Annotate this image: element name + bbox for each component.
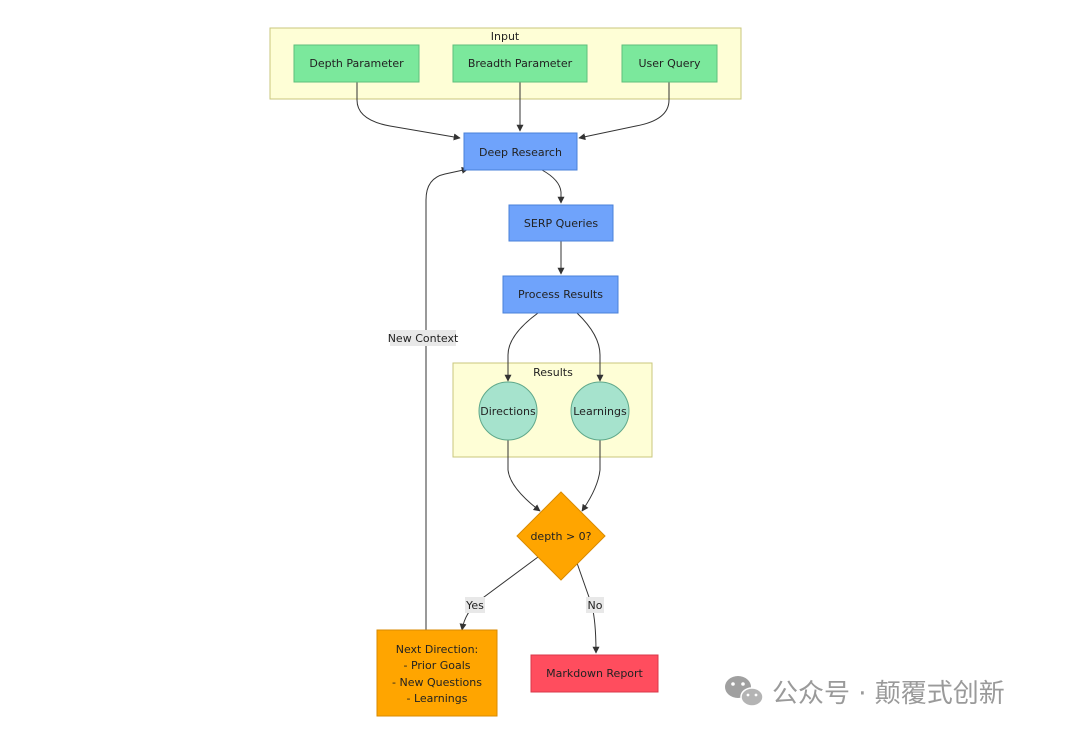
svg-text:Markdown Report: Markdown Report <box>546 667 643 680</box>
edge-research-to-serp <box>541 169 565 204</box>
node-next-direction: Next Direction: - Prior Goals - New Ques… <box>376 629 498 717</box>
node-directions: Directions <box>478 381 538 441</box>
svg-text:Yes: Yes <box>465 599 484 612</box>
node-markdown-report: Markdown Report <box>530 654 659 693</box>
svg-text:Directions: Directions <box>480 405 536 418</box>
svg-text:- Prior Goals: - Prior Goals <box>403 659 470 672</box>
edge-decision-yes <box>459 556 539 631</box>
node-learnings: Learnings <box>570 381 630 441</box>
edge-query-to-research <box>578 82 670 141</box>
watermark-text: 公众号 · 颠覆式创新 <box>772 679 1005 709</box>
node-serp-queries: SERP Queries <box>508 204 614 242</box>
node-depth-parameter: Depth Parameter <box>293 44 420 83</box>
watermark: 公众号 · 颠覆式创新 <box>725 676 1005 709</box>
svg-text:Process Results: Process Results <box>518 288 603 301</box>
svg-text:- New Questions: - New Questions <box>392 676 482 689</box>
svg-text:Deep Research: Deep Research <box>479 146 562 159</box>
edge-learnings-to-decision <box>581 440 601 512</box>
svg-text:depth > 0?: depth > 0? <box>530 530 591 543</box>
svg-text:Breadth Parameter: Breadth Parameter <box>468 57 573 70</box>
edge-process-to-learnings <box>576 312 604 382</box>
svg-text:New Context: New Context <box>388 332 459 345</box>
svg-text:Depth Parameter: Depth Parameter <box>309 57 404 70</box>
edge-process-to-directions <box>504 312 539 382</box>
svg-text:Learnings: Learnings <box>573 405 627 418</box>
edge-depth-to-research <box>356 82 461 141</box>
input-group-label: Input <box>491 30 520 43</box>
svg-text:SERP Queries: SERP Queries <box>524 217 598 230</box>
node-breadth-parameter: Breadth Parameter <box>452 44 588 83</box>
node-depth-decision: depth > 0? <box>516 491 606 581</box>
node-process-results: Process Results <box>502 275 619 314</box>
wechat-icon <box>725 676 764 707</box>
node-deep-research: Deep Research <box>463 132 578 171</box>
results-group-label: Results <box>533 366 573 379</box>
svg-text:- Learnings: - Learnings <box>407 692 468 705</box>
svg-text:Next Direction:: Next Direction: <box>396 643 479 656</box>
edge-label-new-context: New Context <box>388 330 459 346</box>
svg-text:User Query: User Query <box>639 57 701 70</box>
edge-label-yes: Yes <box>465 597 485 613</box>
svg-text:No: No <box>588 599 603 612</box>
edge-new-context <box>425 166 469 630</box>
edge-directions-to-decision <box>507 440 541 512</box>
node-user-query: User Query <box>621 44 718 83</box>
edge-label-no: No <box>586 597 604 613</box>
